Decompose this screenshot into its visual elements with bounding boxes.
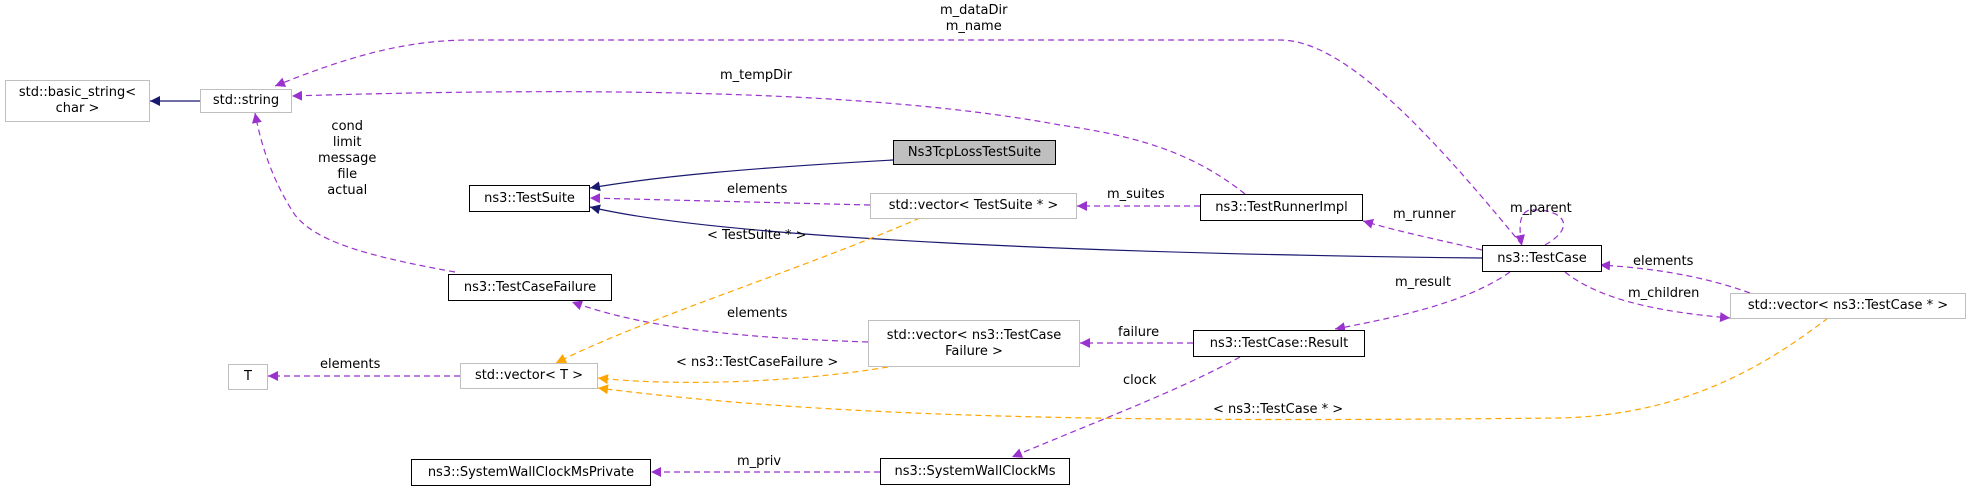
label-m-suites: m_suites: [1107, 187, 1165, 202]
edge-vector-failure-to-failure: [571, 300, 869, 343]
label-temp-dir: m_tempDir: [720, 68, 793, 83]
label-data-dir-name: m_dataDir m_name: [940, 3, 1008, 34]
edge-test-case-self-parent: [1515, 209, 1565, 246]
edge-test-case-to-result: [1334, 271, 1511, 333]
node-t[interactable]: T: [228, 364, 268, 390]
node-vector-test-suite[interactable]: std::vector< TestSuite * >: [870, 193, 1077, 219]
label-test-suite-tmpl: < TestSuite * >: [707, 228, 807, 243]
edge-vector-case-to-test-case: [1599, 260, 1751, 294]
label-t-elements: elements: [320, 357, 381, 372]
node-test-case[interactable]: ns3::TestCase: [1482, 245, 1602, 272]
node-system-wall-clock-ms[interactable]: ns3::SystemWallClockMs: [880, 458, 1070, 485]
node-system-wall-clock-ms-private[interactable]: ns3::SystemWallClockMsPrivate: [411, 459, 651, 486]
edge-vector-failure-to-vector-t: [597, 366, 889, 385]
edge-tcp-loss-suite-to-test-suite: [589, 159, 894, 192]
node-vector-test-case-failure[interactable]: std::vector< ns3::TestCase Failure >: [868, 320, 1080, 367]
edge-runner-to-string-temp-dir: [291, 90, 1246, 195]
label-failure-tmpl: < ns3::TestCaseFailure >: [676, 355, 839, 370]
edge-failure-to-string: [251, 112, 456, 273]
node-string[interactable]: std::string: [200, 89, 292, 113]
node-vector-test-case[interactable]: std::vector< ns3::TestCase * >: [1730, 293, 1966, 319]
label-failure-elements: elements: [727, 306, 788, 321]
node-basic-string[interactable]: std::basic_string< char >: [5, 80, 150, 122]
label-suites-elements: elements: [727, 182, 788, 197]
edge-test-case-to-string-data-dir: [274, 39, 1523, 246]
label-m-result: m_result: [1395, 275, 1451, 290]
edge-test-case-to-runner: [1362, 219, 1483, 251]
edge-vector-suite-to-test-suite: [589, 193, 871, 206]
node-test-case-result[interactable]: ns3::TestCase::Result: [1193, 330, 1365, 357]
label-m-children: m_children: [1628, 286, 1700, 301]
label-failure: failure: [1118, 325, 1160, 340]
label-m-parent: m_parent: [1510, 201, 1572, 216]
node-test-runner-impl[interactable]: ns3::TestRunnerImpl: [1200, 194, 1363, 221]
label-test-case-tmpl: < ns3::TestCase * >: [1213, 402, 1344, 417]
node-test-suite[interactable]: ns3::TestSuite: [469, 185, 590, 212]
node-test-case-failure[interactable]: ns3::TestCaseFailure: [448, 274, 612, 301]
label-clock: clock: [1123, 373, 1157, 388]
edge-vector-suite-to-vector-t: [555, 217, 921, 364]
label-m-runner: m_runner: [1393, 207, 1456, 222]
edge-test-case-to-test-suite: [589, 204, 1483, 259]
node-ns3-tcp-loss-test-suite[interactable]: Ns3TcpLossTestSuite: [893, 140, 1056, 165]
edge-vector-case-to-vector-t: [597, 317, 1829, 421]
label-case-elements: elements: [1633, 254, 1694, 269]
edge-result-to-clock: [1011, 356, 1241, 458]
label-m-priv: m_priv: [737, 454, 782, 469]
node-vector-t[interactable]: std::vector< T >: [460, 363, 598, 389]
label-failure-fields: cond limit message file actual: [318, 119, 377, 198]
